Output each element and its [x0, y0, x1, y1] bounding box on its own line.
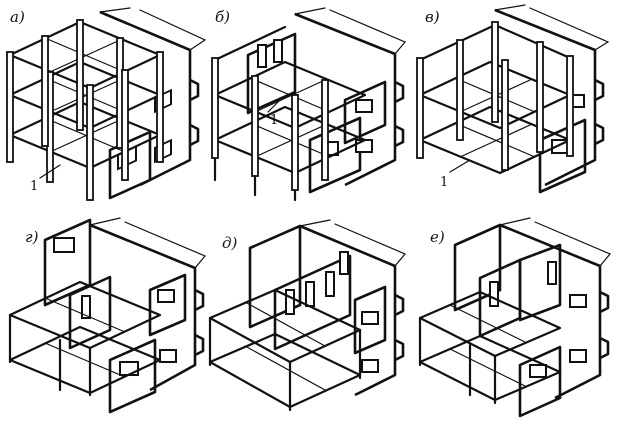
panel-v-label: в) — [425, 8, 440, 26]
panel-b-window-upper — [355, 99, 373, 113]
panel-g-frame-edges — [8, 313, 92, 397]
panel-a-columns — [6, 19, 164, 201]
panel-a-front-wall — [108, 130, 152, 200]
panel-e-label: е) — [430, 228, 445, 246]
panel-e-inner-wall — [518, 243, 562, 322]
panel-e-frame-edges — [418, 316, 497, 405]
panel-g-top-wall — [43, 218, 92, 307]
panel-d-wall-joint — [394, 293, 405, 362]
panel-b: 1 б) — [211, 7, 406, 202]
panel-d-door-3 — [325, 271, 335, 297]
panel-e-front-wall — [518, 345, 562, 418]
panel-d-door-2 — [305, 281, 315, 307]
panel-b-floor-lower — [213, 105, 367, 175]
panel-b-front-wall-upper — [343, 80, 387, 145]
panel-d-front-wall — [353, 285, 387, 355]
panel-v-columns — [416, 21, 574, 171]
panel-e-window-upper — [569, 294, 587, 308]
panel-b-front-wall-lower — [308, 116, 362, 194]
panel-g-window-side — [159, 349, 177, 363]
panel-d-window-lower — [361, 359, 379, 373]
panel-g-label: г) — [25, 228, 39, 246]
panel-d-window-upper — [361, 311, 379, 325]
panel-b-label: б) — [215, 8, 230, 26]
panel-v-wall-joint — [594, 78, 605, 146]
panel-a-marker-leader — [39, 164, 61, 179]
panel-a: 1 а) — [6, 7, 207, 201]
panel-v: 1 в) — [416, 4, 610, 194]
panel-b-side-wall — [294, 12, 397, 187]
panel-g: г) — [8, 217, 206, 414]
panel-e-side-wall — [499, 223, 602, 400]
panel-d-frame-edges — [208, 316, 362, 412]
panel-b-window-lower — [355, 139, 373, 153]
panel-e-door — [489, 281, 499, 307]
panel-g-window-top — [53, 237, 75, 253]
panel-a-label: а) — [10, 8, 25, 26]
panel-e-wall-joint — [599, 290, 610, 360]
panel-v-marker: 1 — [440, 175, 448, 190]
panel-g-window-mid — [157, 289, 175, 303]
panel-v-marker-leader — [449, 159, 471, 173]
panel-a-side-wall — [99, 10, 192, 187]
panel-d-door-1 — [285, 289, 295, 315]
panel-g-window-wall — [148, 273, 187, 337]
panel-g-floor-lower — [8, 325, 162, 395]
panel-e-window-front — [529, 364, 547, 378]
panel-d-door-wall — [273, 254, 352, 351]
panel-g-front-wall — [108, 338, 157, 414]
panel-g-window-front — [119, 361, 139, 376]
panel-a-wall-joint — [189, 78, 200, 147]
panel-d: д) — [208, 219, 406, 412]
panel-b-marker: 1 — [270, 113, 278, 128]
panel-g-floor-upper — [8, 280, 162, 350]
panel-e-window-top — [547, 261, 557, 285]
panel-b-window-2 — [273, 39, 283, 63]
panel-g-wall-joint — [194, 288, 205, 357]
panel-e-window-lower — [569, 349, 587, 363]
panel-a-marker: 1 — [30, 179, 38, 194]
panel-b-wall-joint — [394, 80, 405, 148]
panel-d-label: д) — [222, 234, 238, 252]
panel-b-columns — [211, 57, 329, 191]
panel-b-window-1 — [257, 44, 267, 68]
panel-d-side-wall — [299, 224, 397, 397]
panel-g-door-wall — [68, 275, 112, 350]
panel-g-side-wall — [89, 223, 197, 392]
panel-b-floor-upper — [213, 60, 367, 130]
panel-e-top-wall — [453, 223, 502, 312]
panel-d-window-top — [339, 251, 349, 275]
panel-v-side-wall — [494, 8, 597, 187]
panel-e-floor-upper — [418, 290, 562, 358]
panel-b-marker-leader — [267, 99, 281, 113]
panel-e: е) — [418, 217, 611, 418]
panel-g-door — [81, 295, 91, 319]
